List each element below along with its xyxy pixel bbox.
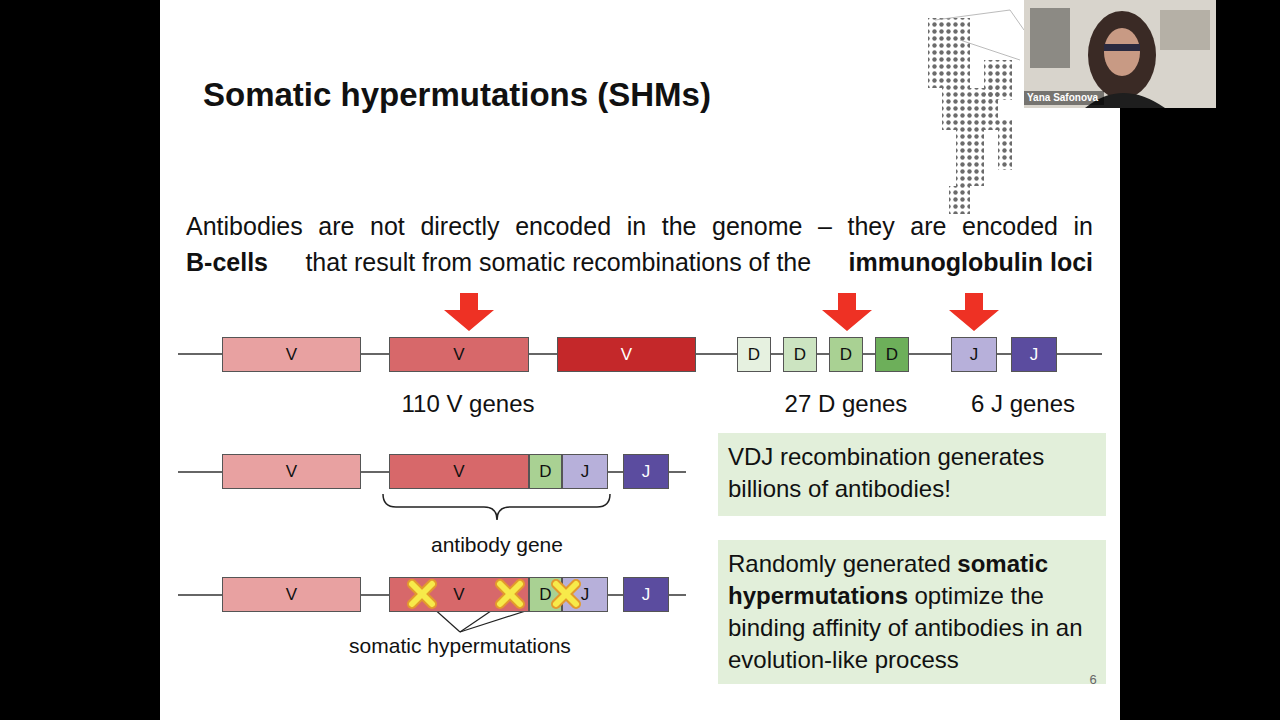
gene-letter: V bbox=[621, 345, 632, 365]
gene-letter: D bbox=[748, 345, 760, 365]
gene-segment: D bbox=[529, 454, 562, 489]
gene-segment: J bbox=[1011, 337, 1057, 372]
gene-segment: D bbox=[529, 577, 562, 612]
annotation-label: 27 D genes bbox=[696, 390, 996, 418]
gene-segment: V bbox=[222, 337, 361, 372]
page-number: 6 bbox=[943, 672, 1243, 687]
gene-segment: J bbox=[562, 454, 608, 489]
note-text-part: VDJ recombination generates billions of … bbox=[728, 443, 1044, 502]
gene-segment: V bbox=[389, 577, 529, 612]
gene-letter: J bbox=[581, 585, 590, 605]
note-box: Randomly generatedsomatic hypermutations… bbox=[718, 540, 1106, 684]
brace bbox=[383, 494, 610, 520]
gene-letter: J bbox=[1030, 345, 1039, 365]
mutation-marks bbox=[412, 584, 576, 604]
paragraph-text: Antibodies are not directly encoded in t… bbox=[186, 208, 1093, 244]
gene-letter: D bbox=[794, 345, 806, 365]
gene-segment: D bbox=[829, 337, 863, 372]
webcam-thumbnail bbox=[1024, 0, 1216, 108]
gene-letter: V bbox=[286, 462, 297, 482]
paragraph-text: that result from somatic recombinations … bbox=[305, 244, 811, 280]
slide-title: Somatic hypermutations (SHMs) bbox=[203, 76, 711, 114]
gene-segment: J bbox=[623, 454, 669, 489]
gene-letter: D bbox=[539, 462, 551, 482]
gene-letter: V bbox=[453, 345, 464, 365]
gene-letter: V bbox=[453, 585, 464, 605]
gene-segment: J bbox=[562, 577, 608, 612]
paragraph-text: B-cells bbox=[186, 244, 268, 280]
gene-segment: V bbox=[222, 454, 361, 489]
gene-segment: V bbox=[389, 454, 529, 489]
paragraph-line: B-cells that result from somatic recombin… bbox=[186, 244, 1093, 280]
gene-segment: D bbox=[875, 337, 909, 372]
annotation-label: 110 V genes bbox=[318, 390, 618, 418]
gene-letter: V bbox=[286, 345, 297, 365]
intro-paragraph: Antibodies are not directly encoded in t… bbox=[186, 208, 1093, 280]
note-text-part: Randomly generated bbox=[728, 550, 951, 577]
gene-segment: D bbox=[783, 337, 817, 372]
gene-letter: J bbox=[642, 585, 651, 605]
red-arrows bbox=[444, 293, 999, 331]
gene-segment: V bbox=[222, 577, 361, 612]
annotation-label: antibody gene bbox=[347, 533, 647, 557]
dot-decoration bbox=[928, 10, 1024, 214]
gene-letter: V bbox=[453, 462, 464, 482]
gene-segment: V bbox=[557, 337, 696, 372]
annotation-label: somatic hypermutations bbox=[310, 634, 610, 658]
gene-letter: V bbox=[286, 585, 297, 605]
annotation-label: 6 J genes bbox=[873, 390, 1173, 418]
gene-letter: D bbox=[840, 345, 852, 365]
gene-segment: J bbox=[623, 577, 669, 612]
gene-segment: J bbox=[951, 337, 997, 372]
paragraph-text: immunoglobulin loci bbox=[849, 244, 1093, 280]
paragraph-line: Antibodies are not directly encoded in t… bbox=[186, 208, 1093, 244]
gene-letter: J bbox=[970, 345, 979, 365]
gene-letter: J bbox=[642, 462, 651, 482]
gene-letter: D bbox=[539, 585, 551, 605]
speaker-name: Yana Safonova bbox=[1027, 92, 1098, 103]
gene-segment: V bbox=[389, 337, 529, 372]
gene-letter: D bbox=[886, 345, 898, 365]
note-text: Randomly generatedsomatic hypermutations… bbox=[728, 548, 1096, 676]
note-text: VDJ recombination generates billions of … bbox=[728, 441, 1096, 505]
gene-segment: D bbox=[737, 337, 771, 372]
gene-letter: J bbox=[581, 462, 590, 482]
note-box: VDJ recombination generates billions of … bbox=[718, 433, 1106, 516]
